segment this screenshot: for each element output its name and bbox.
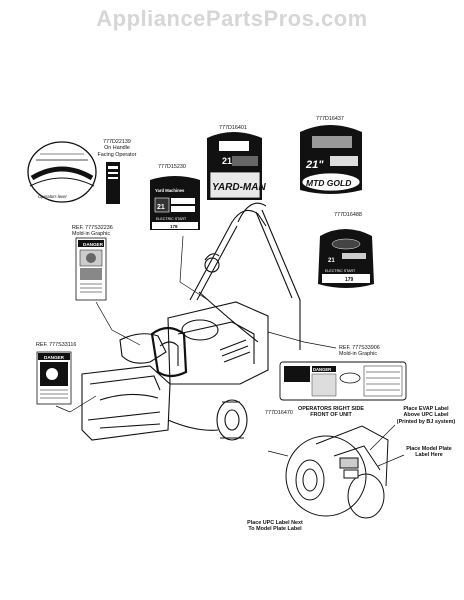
danger-text-2: DANGER <box>44 355 65 360</box>
svg-text:179: 179 <box>345 277 354 283</box>
watermark: AppliancePartsPros.com <box>96 6 368 31</box>
evap-note-line-2: Above UPC Label <box>403 412 449 419</box>
leader-lines <box>55 235 405 467</box>
part-number-777s33906: REF. 777S33906 <box>339 345 380 351</box>
yardman-logo: YARD-MAN <box>212 182 266 193</box>
mtd-gold-logo: MTD GOLD <box>306 178 351 188</box>
model-plate-note: Place Model Plate Label Here <box>398 446 460 459</box>
label-777s32236: REF. 777S32236 Mold-in Graphic <box>72 225 113 238</box>
operators-side-heading: OPERATORS RIGHT SIDE FRONT OF UNIT <box>294 406 368 419</box>
svg-text:21: 21 <box>157 204 165 211</box>
model-note-line-1: Place Model Plate <box>406 446 452 452</box>
upc-placement-note: Place UPC Label Next To Model Plate Labe… <box>242 520 308 533</box>
part-desc-777d22139-2: Facing Operator <box>97 151 137 158</box>
snow-thrower-illustration <box>81 202 301 441</box>
front-of-unit-text: FRONT OF UNIT <box>310 412 352 419</box>
upc-note-line-2: To Model Plate Label <box>248 526 302 533</box>
model-note-line-2: Label Here <box>415 452 443 459</box>
svg-text:21: 21 <box>328 258 335 264</box>
danger-panel-777s33906: DANGER <box>279 361 407 401</box>
side-detail-illustration <box>285 425 389 519</box>
part-desc-777s32236: Mold-in Graphic <box>72 231 111 238</box>
part-desc-777s33906: Mold-in Graphic <box>339 351 378 358</box>
upc-note-line-1: Place UPC Label Next <box>247 520 303 526</box>
decal-777d16488: 21 ELECTRIC START 179 <box>318 229 374 288</box>
decal-777d15230: Yard Machines 21 ELECTRIC START 179 <box>150 176 200 230</box>
part-number-777d16401: 777D16401 <box>219 125 247 131</box>
part-number-777d16488: 777D16488 <box>334 212 362 218</box>
label-777s33906: REF. 777S33906 Mold-in Graphic <box>339 345 380 358</box>
part-number-777d16470: 777D16470 <box>265 410 293 416</box>
svg-text:179: 179 <box>170 224 178 229</box>
danger-label-777s32236: DANGER <box>75 237 107 301</box>
decal-777d16437: 21" MTD GOLD <box>300 125 362 194</box>
danger-text-1: DANGER <box>83 242 104 247</box>
part-desc-777d22139-1: On Handle <box>104 145 130 152</box>
label-777d22139: 777D22139 On Handle Facing Operator <box>97 139 137 158</box>
danger-label-777s33116: DANGER <box>36 351 72 405</box>
evap-note-line-1: Place EVAP Label <box>403 406 449 412</box>
size-21-text: 21" <box>305 159 324 171</box>
yard-machines-text: Yard Machines <box>155 188 185 193</box>
electric-start-text-2: ELECTRIC START <box>325 269 356 273</box>
part-number-777s33116: REF. 777S33116 <box>36 342 77 348</box>
danger-text-3: DANGER <box>313 367 331 372</box>
part-number-777d16437: 777D16437 <box>316 116 344 122</box>
electric-start-text-1: ELECTRIC START <box>156 217 187 221</box>
svg-text:21": 21" <box>222 156 236 166</box>
handle-decal-detail: Operators lever <box>27 141 97 203</box>
evap-note-line-3: (Printed by BJ system) <box>396 418 456 425</box>
handle-decal-strip <box>106 162 120 204</box>
part-number-777s32236: REF. 777S32236 <box>72 225 113 231</box>
operators-right-side-text: OPERATORS RIGHT SIDE <box>298 406 364 412</box>
part-number-777d15230: 777D15230 <box>158 164 186 170</box>
decal-777d16401: 21" YARD-MAN <box>207 132 266 200</box>
evap-placement-note: Place EVAP Label Above UPC Label (Printe… <box>390 406 462 425</box>
operators-lever-label: Operators lever <box>38 194 67 199</box>
part-number-777d22139: 777D22139 <box>103 139 131 145</box>
